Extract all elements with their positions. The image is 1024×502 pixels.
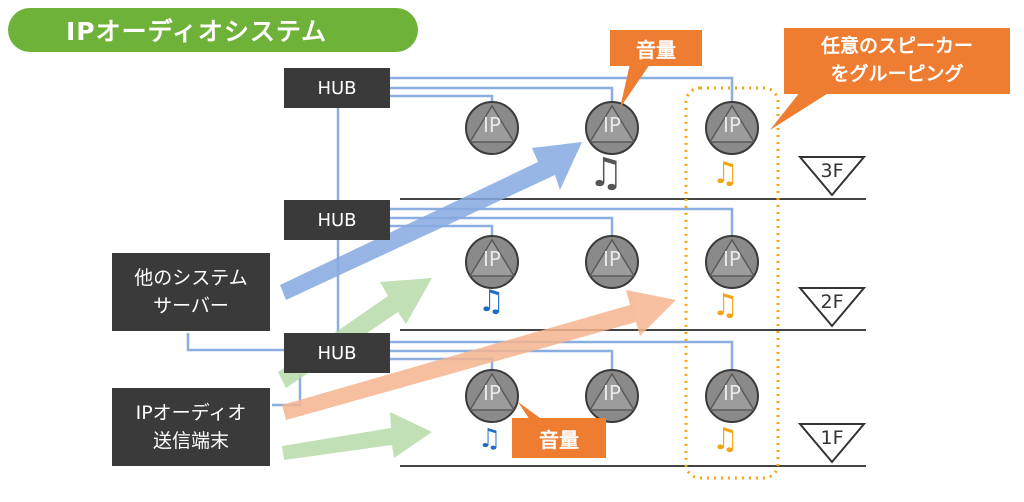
callout-pointer-volume-bottom: [518, 402, 540, 420]
other-system-server-box: 他のシステム サーバー: [112, 253, 270, 331]
diagram-title: IPオーディオシステム: [8, 8, 418, 52]
hub-top: HUB: [284, 68, 390, 108]
grouping-callout-line2: をグルーピング: [830, 63, 964, 85]
speaker-label-2f-a: IP: [483, 247, 501, 271]
grouping-outline: [684, 86, 780, 480]
volume-callout-top: 音量: [610, 30, 702, 66]
speaker-3f-b: [585, 101, 639, 155]
speaker-label-1f-a: IP: [483, 381, 501, 405]
speaker-1f-a: [465, 369, 519, 423]
hub-bottom: HUB: [284, 333, 390, 373]
flow-arrow-green-1f: [282, 412, 432, 460]
floor-marker-2f: [797, 287, 867, 328]
server-label-line1: 他のシステム: [134, 266, 248, 289]
speaker-label-2f-c: IP: [723, 247, 741, 271]
callout-pointer-grouping: [770, 92, 830, 130]
speaker-2f-a: [465, 235, 519, 289]
music-note-icon: ♫: [478, 424, 502, 454]
music-note-icon: ♫: [712, 288, 739, 323]
speaker-label-3f-c: IP: [723, 113, 741, 137]
floor-label-1f: 1F: [820, 427, 844, 449]
floor-markers: [797, 156, 867, 464]
server-label-line2: サーバー: [153, 295, 229, 317]
callout-pointer-volume-top: [620, 64, 650, 108]
floor-label-3f: 3F: [820, 160, 844, 182]
speaker-3f-a: [465, 101, 519, 155]
flow-arrow-server-blue: [280, 142, 582, 300]
floor-label-2f: 2F: [820, 291, 844, 313]
volume-callout-bottom: 音量: [512, 418, 606, 458]
speaker-label-3f-a: IP: [483, 113, 501, 137]
grouping-callout: 任意のスピーカー をグルーピング: [784, 28, 1010, 94]
terminal-label-line2: 送信端末: [152, 430, 229, 452]
flow-arrow-orange-2f: [282, 290, 676, 420]
speaker-label-3f-b: IP: [603, 113, 621, 137]
speaker-3f-c: [705, 101, 759, 155]
grouping-callout-line1: 任意のスピーカー: [820, 35, 973, 58]
floor-marker-1f: [797, 423, 867, 464]
music-note-icon: ♫: [712, 422, 739, 457]
speakers: [465, 101, 759, 423]
speaker-2f-c: [705, 235, 759, 289]
floor-marker-3f: [797, 156, 867, 197]
music-note-icon: ♫: [588, 150, 624, 196]
music-note-icon: ♫: [712, 156, 739, 191]
speaker-label-2f-b: IP: [603, 247, 621, 271]
hub-middle: HUB: [284, 200, 390, 240]
speaker-1f-c: [705, 369, 759, 423]
speaker-2f-b: [585, 235, 639, 289]
speaker-1f-b: [585, 369, 639, 423]
speaker-label-1f-b: IP: [603, 381, 621, 405]
audio-terminal-box: IPオーディオ 送信端末: [112, 388, 270, 466]
network-cables: [186, 76, 734, 407]
music-note-icon: ♫: [478, 284, 505, 319]
terminal-label-line1: IPオーディオ: [135, 401, 247, 424]
speaker-label-1f-c: IP: [723, 381, 741, 405]
